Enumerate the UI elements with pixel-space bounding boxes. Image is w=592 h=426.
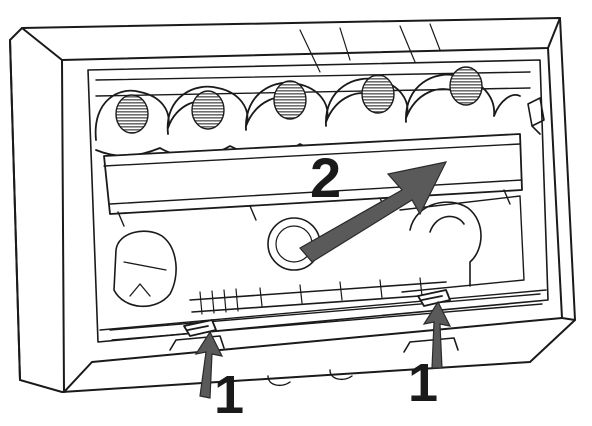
housing-outer-frame <box>9 17 576 393</box>
lower-left-round-part <box>113 230 177 308</box>
bottom-tab-right <box>403 337 459 353</box>
latch-clip-icon <box>417 289 451 307</box>
inner-cavity-floor-line <box>99 289 547 331</box>
blower-4 <box>325 77 457 127</box>
bottom-bumps <box>267 369 353 387</box>
right-duct-housing <box>399 195 525 293</box>
step-label-1-right: 1 <box>408 353 439 413</box>
arrow-icon <box>299 161 448 263</box>
step-label-1-left: 1 <box>214 365 245 425</box>
blower-1 <box>94 89 215 141</box>
bottom-rail <box>109 293 543 341</box>
tray-tabs <box>117 189 511 227</box>
grille-icon <box>449 66 483 106</box>
tray-panel-bottom-edge <box>109 179 523 205</box>
slide-rail-ribs <box>199 277 423 315</box>
slide-rail <box>189 281 449 313</box>
inner-cavity-frame <box>87 59 549 343</box>
latch-clip-icon <box>183 319 217 337</box>
lower-left-round-detail <box>123 261 167 297</box>
blower-2 <box>166 85 297 135</box>
grille-icon <box>361 74 395 114</box>
arrow-icon <box>194 330 224 399</box>
grille-icon <box>191 90 225 130</box>
bottom-tab-left <box>169 335 225 351</box>
blower-3 <box>245 81 377 131</box>
tray-panel-top-edge <box>103 143 521 167</box>
arrow-icon <box>422 300 452 369</box>
grille-icon <box>115 94 149 134</box>
housing-bottom-ledge <box>63 317 563 393</box>
grille-icon <box>273 80 307 120</box>
top-detail-lines <box>299 23 441 73</box>
step-label-2: 2 <box>310 146 342 209</box>
side-bracket <box>527 97 545 135</box>
